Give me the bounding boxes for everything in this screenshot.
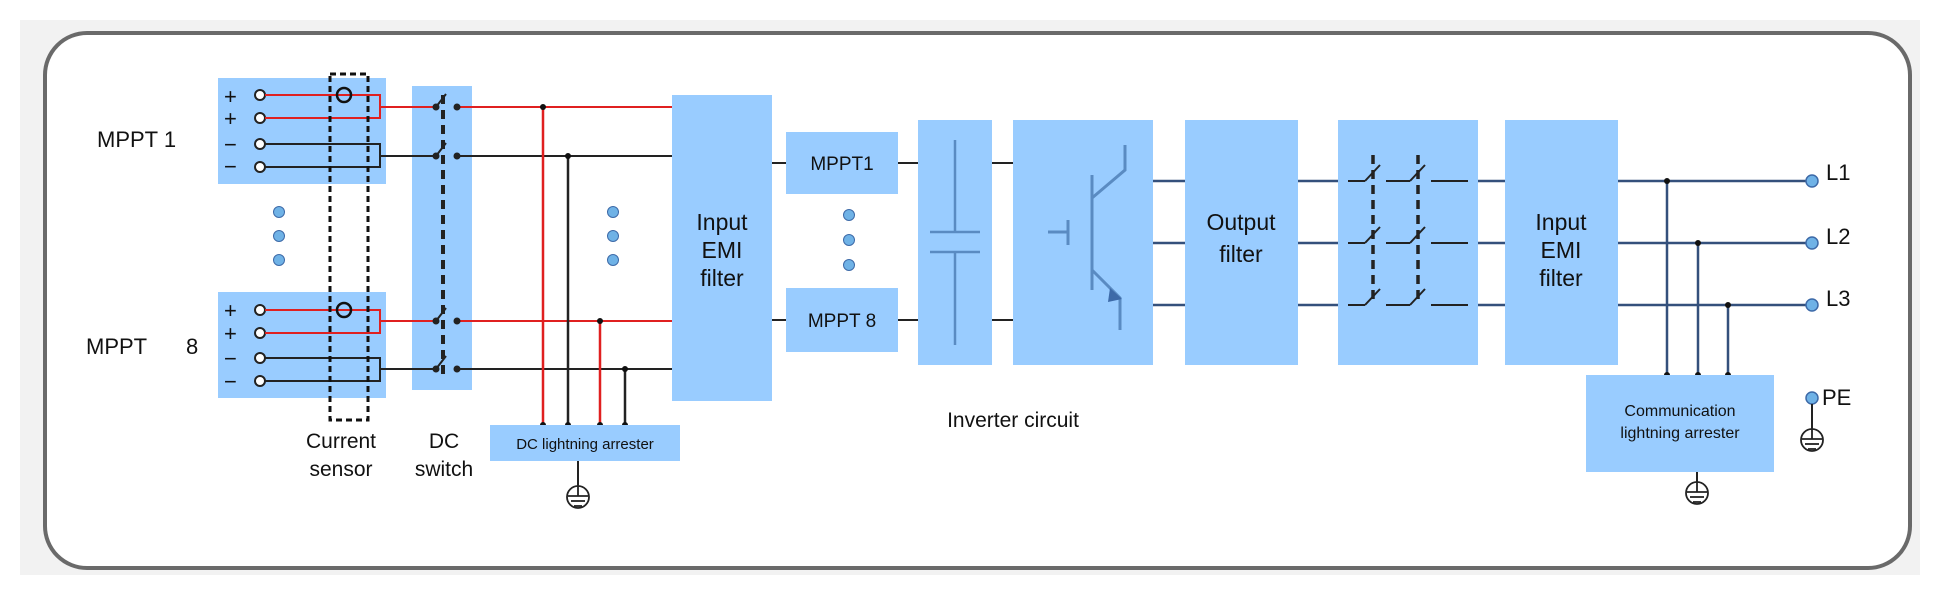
current-sensor-label-line1: Current <box>306 430 376 453</box>
current-sensor-ring <box>335 86 353 104</box>
output-label-l1: L1 <box>1826 160 1850 185</box>
emi-to-mppt-links <box>772 162 918 321</box>
communication-lightning-arrester: Communication lightning arrester <box>1586 375 1774 505</box>
input-emi-2-line1: Input <box>1535 209 1587 235</box>
ac-bus-lines <box>1153 179 1505 307</box>
dc-switch-label-line1: DC <box>429 430 459 453</box>
mppt-boost-1: MPPT1 <box>786 132 898 194</box>
dc-arrester-box <box>490 425 680 461</box>
terminal-connector <box>254 327 266 339</box>
mppt1-sign-1: + <box>224 84 237 109</box>
mppt-ellipsis <box>273 206 285 266</box>
pe-connector <box>1805 391 1819 405</box>
dc-link-capacitor <box>918 120 992 365</box>
dc-arrester-taps <box>541 107 627 425</box>
terminal-l3 <box>1805 298 1819 312</box>
mppt1-sign-2: + <box>224 106 237 131</box>
output-label-l2: L2 <box>1826 224 1850 249</box>
input-emi-filter-2: Input EMI filter <box>1505 120 1618 365</box>
mppt8-number: 8 <box>186 334 198 359</box>
ground-icon <box>1685 481 1709 505</box>
mppt8-sign-3: − <box>224 346 237 371</box>
pe-terminal: PE <box>1800 385 1851 452</box>
mppt-boost-8-label: MPPT 8 <box>808 311 876 332</box>
mppt8-sign-1: + <box>224 298 237 323</box>
mppt-boost-8: MPPT 8 <box>786 288 898 352</box>
mppt8-sign-2: + <box>224 321 237 346</box>
output-label-l3: L3 <box>1826 286 1850 311</box>
dc-bus-ellipsis <box>607 206 619 266</box>
terminal-connector <box>254 112 266 124</box>
input-emi-1-line1: Input <box>696 209 748 235</box>
mppt1-label: MPPT 1 <box>97 127 176 152</box>
input-emi-1-line3: filter <box>700 265 744 291</box>
mppt-boost-1-box <box>786 132 898 194</box>
terminal-connector <box>254 304 266 316</box>
input-emi-1-line2: EMI <box>702 237 743 263</box>
terminal-connector <box>254 352 266 364</box>
dc-lightning-arrester: DC lightning arrester <box>490 425 680 509</box>
current-sensor-outline <box>328 72 370 422</box>
comm-arrester-line2: lightning arrester <box>1620 425 1740 442</box>
terminal-connector <box>254 375 266 387</box>
ac-output-lines <box>1618 179 1806 375</box>
mppt1-terminal-block <box>218 78 386 184</box>
input-emi-2-line2: EMI <box>1541 237 1582 263</box>
dc-switch-contacts <box>432 93 461 380</box>
mppt1-sign-3: − <box>224 132 237 157</box>
terminal-connector <box>254 138 266 150</box>
mppt8-wiring <box>265 309 672 382</box>
ac-output-terminals: L1 L2 L3 <box>1805 160 1850 312</box>
input-emi-filter-1-box <box>672 95 772 401</box>
mppt1-wiring <box>265 94 672 168</box>
mppt8-label: MPPT <box>86 334 147 359</box>
output-filter-line1: Output <box>1206 209 1276 235</box>
mppt-boost-8-box <box>786 288 898 352</box>
cap-to-inverter-links <box>992 162 1013 321</box>
ground-icon <box>1800 428 1824 452</box>
terminal-l1 <box>1805 174 1819 188</box>
relay-contacts <box>1348 155 1468 306</box>
input-emi-filter-1: Input EMI filter <box>672 95 772 401</box>
input-emi-2-line3: filter <box>1539 265 1583 291</box>
comm-arrester-line1: Communication <box>1624 403 1735 420</box>
inverter-bridge <box>1013 120 1153 365</box>
input-emi-filter-2-box <box>1505 120 1618 365</box>
current-sensor <box>328 72 370 422</box>
terminal-l2 <box>1805 236 1819 250</box>
mppt-boost-1-label: MPPT1 <box>810 154 873 175</box>
inverter-bridge-box <box>1013 120 1153 365</box>
dc-arrester-label: DC lightning arrester <box>516 436 654 453</box>
ground-icon <box>566 485 590 509</box>
output-filter-box <box>1185 120 1298 365</box>
mppt1-sign-4: − <box>224 154 237 179</box>
current-sensor-ring <box>335 301 353 319</box>
mppt-ellipsis-boost <box>843 209 855 271</box>
mppt8-terminal-block <box>218 292 386 398</box>
output-filter-line2: filter <box>1219 241 1263 267</box>
mppt8-sign-4: − <box>224 369 237 394</box>
ac-relay <box>1338 120 1478 365</box>
dc-switch-label-line2: switch <box>415 458 473 481</box>
inverter-circuit-label: Inverter circuit <box>947 409 1079 432</box>
output-filter: Output filter <box>1185 120 1298 365</box>
current-sensor-label-line2: sensor <box>309 458 372 481</box>
comm-arrester-box <box>1586 375 1774 472</box>
terminal-connector <box>254 89 266 101</box>
terminal-connector <box>254 161 266 173</box>
pe-label: PE <box>1822 385 1851 410</box>
